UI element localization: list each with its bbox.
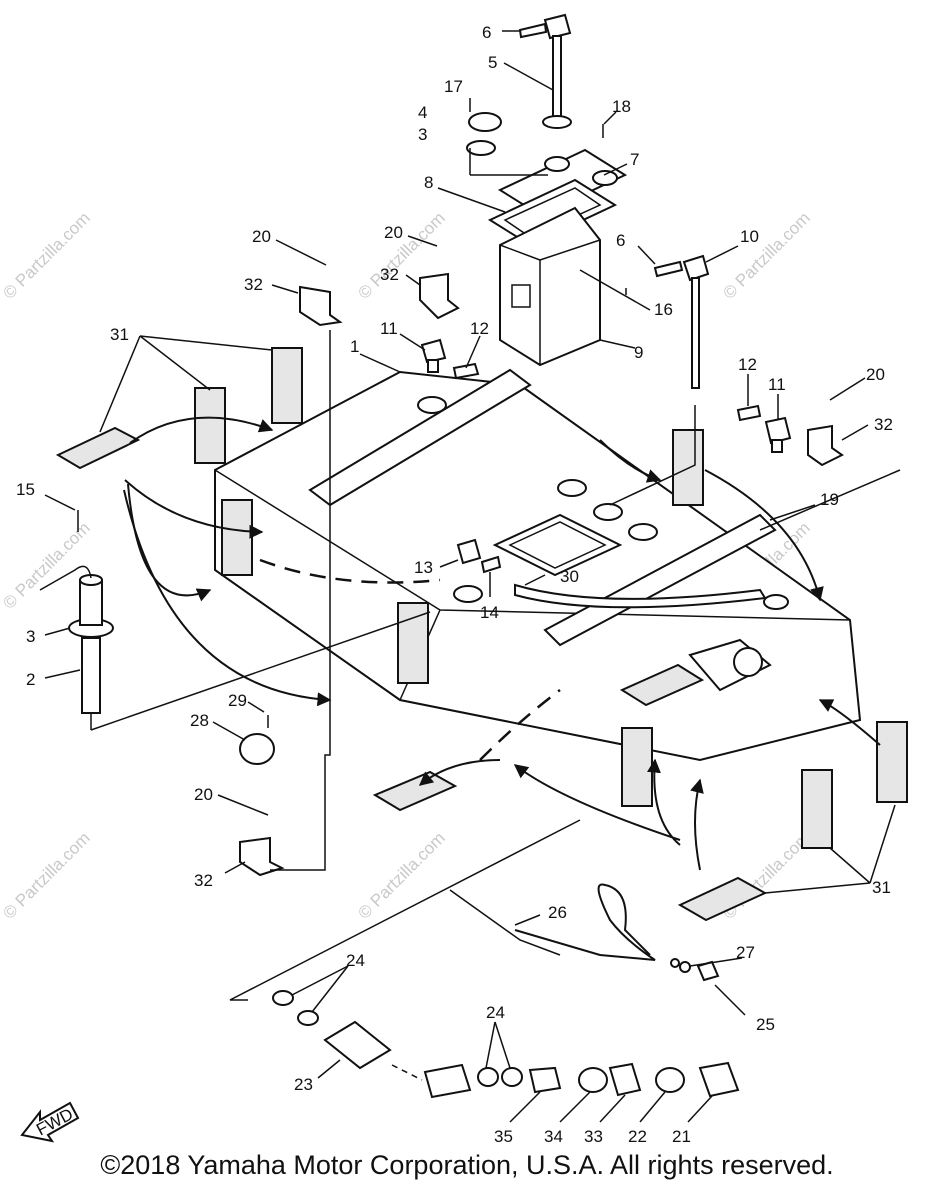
leader-lines [44, 30, 896, 1123]
watermark: © Partzilla.com [0, 828, 94, 922]
callout-20: 20 [194, 785, 213, 804]
callout-26: 26 [548, 903, 567, 922]
callout-15: 15 [16, 480, 35, 499]
watermark: © Partzilla.com [354, 828, 448, 922]
sender-assembly [466, 13, 628, 367]
fuel-pickup-assembly [39, 510, 431, 731]
callout-14: 14 [480, 603, 499, 622]
brackets [239, 272, 844, 877]
callout-5: 5 [488, 53, 497, 72]
callout-25: 25 [756, 1015, 775, 1034]
filler-hose-assembly [272, 990, 740, 1099]
callout-9: 9 [634, 343, 643, 362]
callout-4: 4 [418, 103, 427, 122]
callout-29: 29 [228, 691, 247, 710]
callout-11: 11 [380, 319, 398, 338]
cap-assembly [239, 715, 275, 765]
callout-35: 35 [494, 1127, 513, 1146]
callout-18: 18 [612, 97, 631, 116]
callout-31: 31 [110, 325, 129, 344]
callout-30: 30 [560, 567, 579, 586]
callout-19: 19 [820, 490, 839, 509]
callout-6: 6 [616, 231, 625, 250]
callout-12: 12 [470, 319, 489, 338]
callout-24: 24 [346, 951, 365, 970]
vent-fitting-left [420, 338, 480, 380]
callout-20: 20 [252, 227, 271, 246]
watermark: © Partzilla.com [0, 208, 94, 302]
fwd-label: FWD [33, 1105, 76, 1140]
callout-16: 16 [654, 300, 673, 319]
breather-assembly [514, 883, 720, 982]
foam-pads [55, 347, 908, 922]
callout-8: 8 [424, 173, 433, 192]
callout-32: 32 [194, 871, 213, 890]
callout-32: 32 [244, 275, 263, 294]
callout-11: 11 [768, 375, 786, 394]
callout-12: 12 [738, 355, 757, 374]
installation-arrows [123, 416, 881, 871]
fuel-lines [514, 469, 901, 609]
callout-numbers: 6 5 17 4 3 18 7 8 20 20 32 32 6 10 16 9 … [16, 23, 893, 1146]
vent-fitting-center [456, 538, 502, 574]
callout-32: 32 [874, 415, 893, 434]
callout-20: 20 [866, 365, 885, 384]
callout-20: 20 [384, 223, 403, 242]
callout-7: 7 [630, 150, 639, 169]
callout-27: 27 [736, 943, 755, 962]
watermark: © Partzilla.com [719, 828, 813, 922]
callout-3: 3 [418, 125, 427, 144]
callout-22: 22 [628, 1127, 647, 1146]
callout-21: 21 [672, 1127, 691, 1146]
callout-17: 17 [444, 77, 463, 96]
return-fitting [625, 254, 710, 389]
watermark: © Partzilla.com [719, 208, 813, 302]
fuel-tank-body [214, 368, 862, 762]
callout-1: 1 [350, 337, 359, 356]
callout-10: 10 [740, 227, 759, 246]
callout-23: 23 [294, 1075, 313, 1094]
callout-32: 32 [380, 265, 399, 284]
callout-28: 28 [190, 711, 209, 730]
routing-lines [229, 330, 696, 1001]
callout-6: 6 [482, 23, 491, 42]
fwd-arrow-icon: FWD [20, 1101, 80, 1143]
copyright-notice: ©2018 Yamaha Motor Corporation, U.S.A. A… [100, 1150, 834, 1180]
callout-33: 33 [584, 1127, 603, 1146]
callout-13: 13 [414, 558, 433, 577]
callout-2: 2 [26, 670, 35, 689]
callout-34: 34 [544, 1127, 563, 1146]
callout-3: 3 [26, 627, 35, 646]
callout-24: 24 [486, 1003, 505, 1022]
vent-fitting-right [736, 404, 792, 453]
callout-31: 31 [872, 878, 891, 897]
